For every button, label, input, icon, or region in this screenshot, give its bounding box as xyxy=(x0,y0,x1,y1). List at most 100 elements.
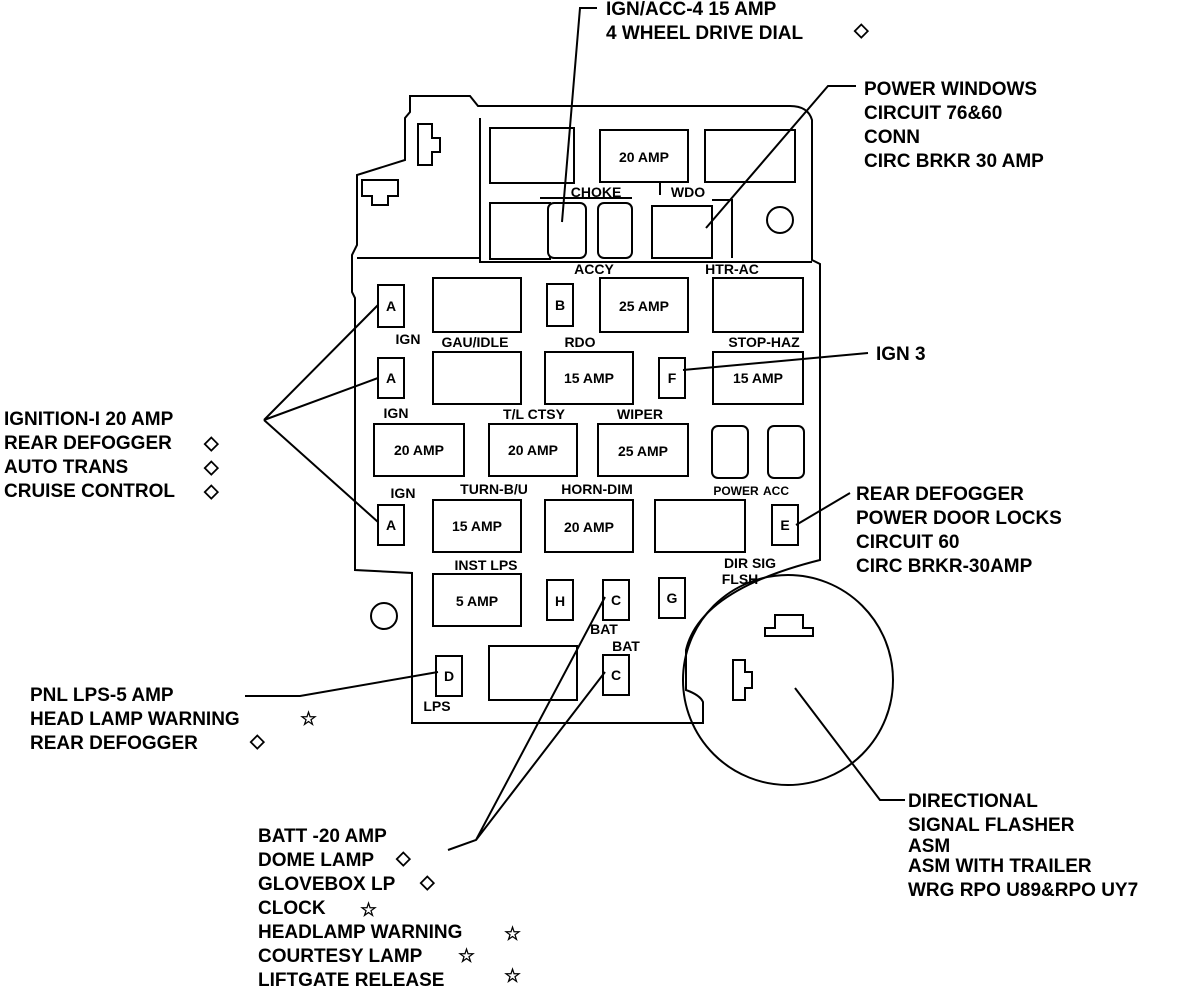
callout-ign-acc-line: 4 WHEEL DRIVE DIAL xyxy=(606,23,803,44)
left-top-tab xyxy=(417,123,441,166)
star-symbol: ☆ xyxy=(300,709,317,730)
slot-label-ign: IGN xyxy=(391,485,416,501)
slot-label-lps: LPS xyxy=(423,698,450,714)
diamond-symbol: ◇ xyxy=(203,481,220,502)
terminal-label: H xyxy=(555,593,565,609)
inner-top-panel xyxy=(479,118,812,263)
fuse-20amp-horn xyxy=(544,499,634,553)
fuse-choke xyxy=(547,202,587,259)
fuse-15amp-turn xyxy=(432,499,522,553)
fuse-slot-top-left xyxy=(489,127,575,184)
terminal-label: D xyxy=(444,668,454,684)
leader-power-windows xyxy=(705,85,856,229)
leader-ign3 xyxy=(682,352,869,371)
fuse-value: 20 AMP xyxy=(619,149,669,165)
fuse-value: 25 AMP xyxy=(618,443,668,459)
terminal-label: B xyxy=(555,297,565,313)
slot-label-accy: ACCY xyxy=(574,261,614,277)
terminal-label: G xyxy=(667,590,678,606)
slot-label-tl-ctsy: T/L CTSY xyxy=(503,406,566,422)
callout-power-windows-line: CIRCUIT 76&60 xyxy=(864,103,1002,124)
slot-label-gau-idle: GAU/IDLE xyxy=(442,334,509,350)
callout-directional-line: DIRECTIONAL xyxy=(908,791,1038,812)
star-symbol: ☆ xyxy=(504,924,521,945)
fuse-slot-htr-ac xyxy=(712,277,804,333)
mounting-hole-top xyxy=(766,206,794,234)
diamond-symbol: ◇ xyxy=(249,731,266,752)
fuse-value: 20 AMP xyxy=(394,442,444,458)
flasher-socket xyxy=(682,574,894,786)
diamond-symbol: ◇ xyxy=(203,457,220,478)
slot-label-wdo: WDO xyxy=(671,184,705,200)
mounting-hole-bottom xyxy=(370,602,398,630)
slot-label-choke: CHOKE xyxy=(571,184,622,200)
callout-ignition-line: CRUISE CONTROL xyxy=(4,481,175,502)
callout-power-windows-line: POWER WINDOWS xyxy=(864,79,1037,100)
fuse-25amp-accy xyxy=(599,277,689,333)
star-symbol: ☆ xyxy=(458,946,475,967)
slot-label-turn-bu: TURN-B/U xyxy=(460,481,528,497)
callout-pnl-lps-line: REAR DEFOGGER xyxy=(30,733,198,754)
fuse-value: 20 AMP xyxy=(508,442,558,458)
star-symbol: ☆ xyxy=(360,900,377,921)
fuse-5amp-inst xyxy=(432,573,522,627)
slot-label-flsh: FLSH xyxy=(722,571,759,587)
callout-directional-line: SIGNAL FLASHER xyxy=(908,815,1075,836)
fuse-value: 25 AMP xyxy=(619,298,669,314)
callout-directional-line: WRG RPO U89&RPO UY7 xyxy=(908,880,1138,901)
choke-bracket xyxy=(540,182,733,258)
callout-pnl-lps-line: PNL LPS-5 AMP xyxy=(30,685,174,706)
callout-ign3: IGN 3 xyxy=(876,344,926,365)
slot-label-acc: ACC xyxy=(763,484,789,498)
callout-batt-line: GLOVEBOX LP xyxy=(258,874,396,895)
terminal-label: A xyxy=(386,370,396,386)
callout-rear-defogger-line: CIRC BRKR-30AMP xyxy=(856,556,1033,577)
callout-batt-line: BATT -20 AMP xyxy=(258,826,387,847)
leader-directional xyxy=(794,687,905,801)
callout-batt-line: COURTESY LAMP xyxy=(258,946,423,967)
callout-rear-defogger-line: POWER DOOR LOCKS xyxy=(856,508,1062,529)
slot-label-stop-haz: STOP-HAZ xyxy=(728,334,800,350)
fuse-value: 15 AMP xyxy=(564,370,614,386)
slot-label-horn-dim: HORN-DIM xyxy=(561,481,633,497)
callout-power-windows-line: CONN xyxy=(864,127,920,148)
fuse-value: 20 AMP xyxy=(564,519,614,535)
leader-rear-defogger xyxy=(795,492,851,526)
terminal-label: C xyxy=(611,667,621,683)
callout-ignition-line: REAR DEFOGGER xyxy=(4,433,172,454)
diamond-symbol: ◇ xyxy=(853,20,870,41)
star-symbol: ☆ xyxy=(504,966,521,987)
callout-rear-defogger-line: REAR DEFOGGER xyxy=(856,484,1024,505)
fuse-choke-2 xyxy=(597,202,633,259)
callout-directional-line: ASM xyxy=(908,836,950,857)
fuse-slot-bottom xyxy=(488,645,578,701)
callout-power-windows-line: CIRC BRKR 30 AMP xyxy=(864,151,1044,172)
fuse-slot-choke-left xyxy=(489,202,551,260)
slot-label-htr-ac: HTR-AC xyxy=(705,261,759,277)
leader-batt xyxy=(447,596,606,851)
leader-ign-acc xyxy=(561,7,597,223)
fuse-slot-dir-sig xyxy=(654,499,746,553)
slot-label-ign: IGN xyxy=(396,331,421,347)
flasher-top-key xyxy=(764,614,814,637)
terminal-label: F xyxy=(668,370,677,386)
terminal-a-3 xyxy=(377,504,405,546)
fuse-slot-top-right xyxy=(704,129,796,183)
callout-batt-line: HEADLAMP WARNING xyxy=(258,922,462,943)
terminal-label: A xyxy=(386,517,396,533)
fuse-slot-gau xyxy=(432,277,522,333)
terminal-label: E xyxy=(780,517,789,533)
diamond-symbol: ◇ xyxy=(203,433,220,454)
slot-label-ign: IGN xyxy=(384,405,409,421)
fuse-15amp-rdo xyxy=(544,351,634,405)
callout-ign-acc-line: IGN/ACC-4 15 AMP xyxy=(606,0,777,20)
fuse-25amp-wiper xyxy=(597,423,689,477)
fuse-20amp-tl-ctsy xyxy=(488,423,578,477)
callout-ignition-line: AUTO TRANS xyxy=(4,457,128,478)
fuse-20amp-top xyxy=(599,129,689,183)
slot-label-inst-lps: INST LPS xyxy=(454,557,517,573)
fuse-value: 15 AMP xyxy=(452,518,502,534)
leader-ignition xyxy=(263,304,379,523)
callout-ignition-line: IGNITION-I 20 AMP xyxy=(4,409,174,430)
